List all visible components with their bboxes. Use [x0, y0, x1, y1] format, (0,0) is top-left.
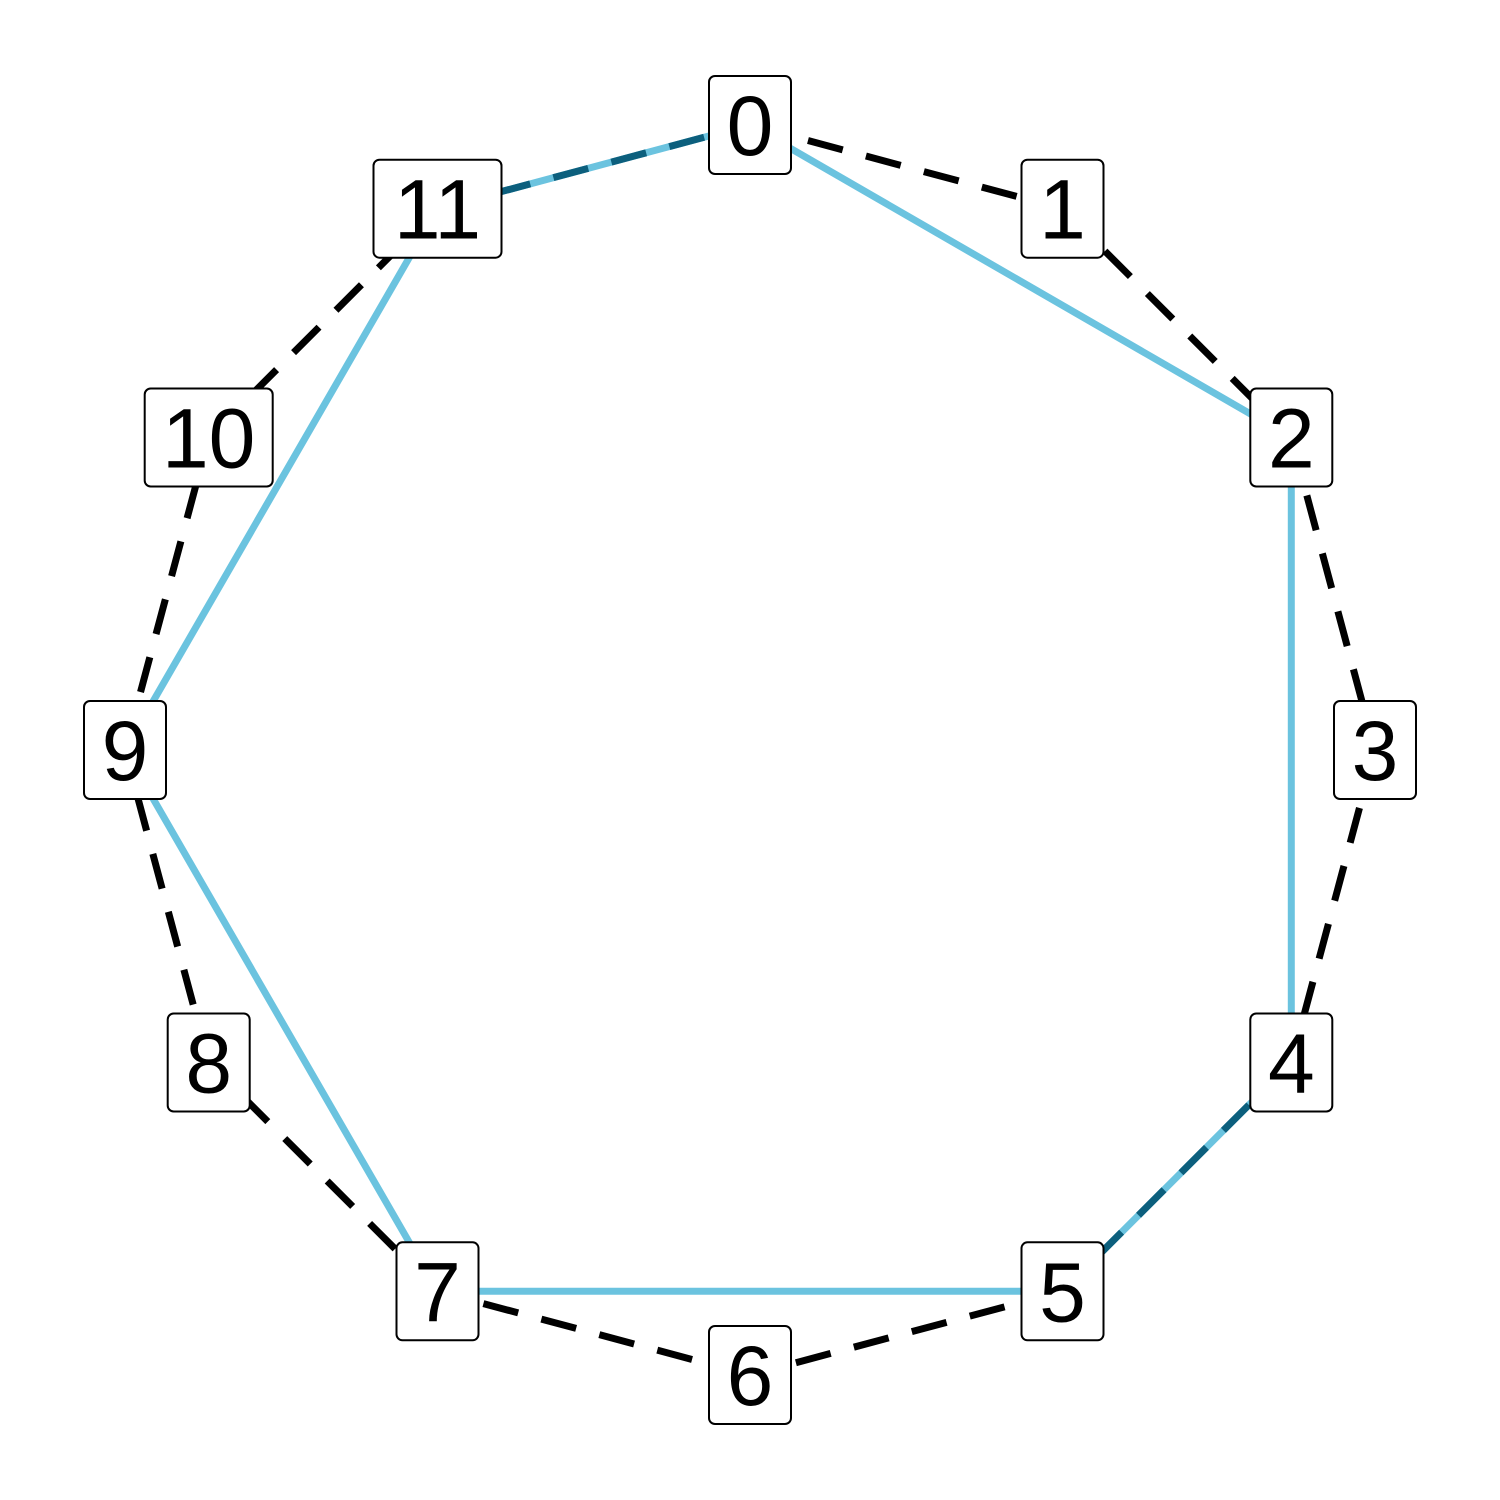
- node-label: 1: [1039, 163, 1086, 257]
- node-2: 2: [1249, 387, 1334, 488]
- node-6: 6: [708, 1325, 792, 1425]
- scale-edge-9-11: [121, 206, 441, 752]
- node-label: 11: [394, 163, 481, 257]
- chromatic-edge-6-7: [436, 1287, 751, 1379]
- node-label: 2: [1268, 392, 1315, 486]
- node-10: 10: [143, 387, 274, 488]
- node-box: [166, 1012, 251, 1113]
- node-box: [1333, 700, 1417, 800]
- node-label: 9: [102, 704, 149, 798]
- node-box: [83, 700, 167, 800]
- node-label: 3: [1352, 704, 1399, 798]
- node-4: 4: [1249, 1012, 1334, 1113]
- node-box: [1020, 1241, 1105, 1342]
- node-1: 1: [1020, 158, 1105, 259]
- scale-edge-7-9: [121, 748, 441, 1294]
- node-11: 11: [372, 158, 503, 259]
- node-label: 5: [1039, 1245, 1086, 1339]
- node-box: [372, 158, 503, 259]
- node-label: 4: [1268, 1017, 1315, 1111]
- node-box: [143, 387, 274, 488]
- node-box: [395, 1241, 480, 1342]
- node-box: [1249, 1012, 1334, 1113]
- node-label: 8: [185, 1017, 232, 1111]
- node-box: [708, 1325, 792, 1425]
- node-label: 6: [727, 1329, 774, 1423]
- node-label: 7: [414, 1245, 461, 1339]
- node-box: [1249, 387, 1334, 488]
- node-5: 5: [1020, 1241, 1105, 1342]
- node-9: 9: [83, 700, 167, 800]
- node-0: 0: [708, 75, 792, 175]
- chromatic-edge-8-9: [121, 749, 213, 1064]
- chromatic-edge-5-6: [749, 1287, 1064, 1379]
- node-box: [708, 75, 792, 175]
- node-box: [1020, 158, 1105, 259]
- chromatic-edge-3-4: [1287, 749, 1379, 1064]
- node-7: 7: [395, 1241, 480, 1342]
- node-8: 8: [166, 1012, 251, 1113]
- chromatic-edge-0-1: [749, 121, 1064, 213]
- chromatic-edge-2-3: [1287, 436, 1379, 751]
- scale-edge-0-2: [748, 121, 1294, 441]
- edges-layer: [121, 121, 1379, 1379]
- node-label: 0: [727, 79, 774, 173]
- node-label: 10: [162, 392, 255, 486]
- overlap-edge-11-0: [436, 121, 751, 213]
- node-3: 3: [1333, 700, 1417, 800]
- nodes-layer: 0 1 2 3 4 5 6 7 8 9 10 11: [83, 75, 1417, 1425]
- chromatic-edge-9-10: [121, 436, 213, 751]
